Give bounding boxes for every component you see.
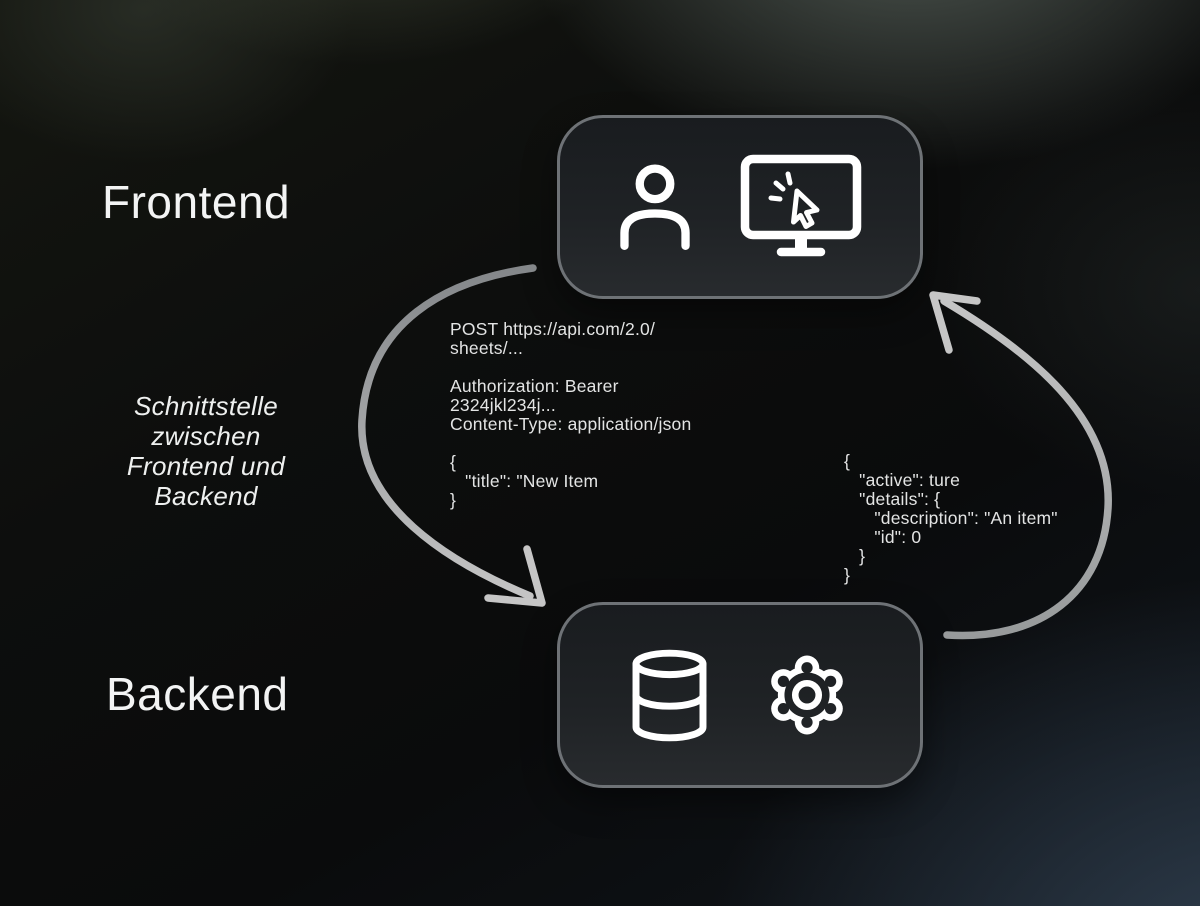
database-icon: [627, 649, 712, 742]
interface-note: Schnittstelle zwischen Frontend und Back…: [126, 391, 286, 511]
api-request-text: POST https://api.com/2.0/ sheets/... Aut…: [450, 319, 692, 510]
api-response-text: { "active": ture "details": { "descripti…: [844, 451, 1058, 585]
gear-icon: [759, 647, 854, 743]
monitor-click-icon: [740, 154, 862, 260]
backend-node-box: [557, 602, 923, 788]
user-icon: [618, 161, 692, 253]
frontend-node-box: [557, 115, 923, 299]
frontend-label: Frontend: [102, 176, 291, 228]
backend-label: Backend: [106, 668, 289, 720]
